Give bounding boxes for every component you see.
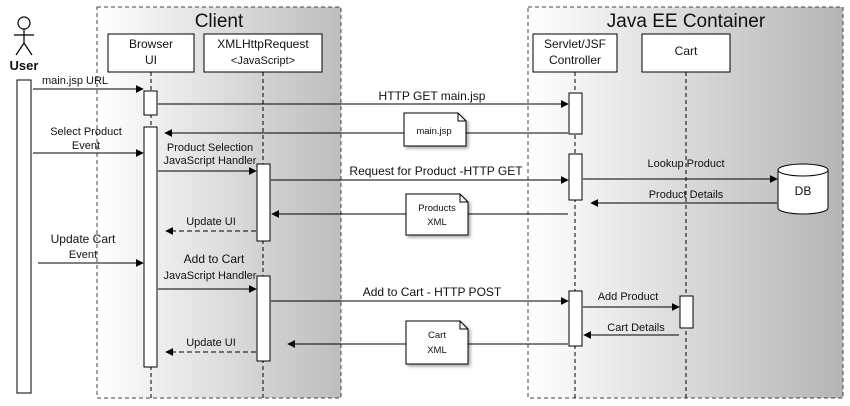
msg-product-details-label: Product Details xyxy=(649,189,724,201)
note-cart-xml xyxy=(405,320,469,365)
msg-select-product-label-2: Event xyxy=(72,140,100,152)
cart-participant: Cart xyxy=(641,33,731,73)
note-cart-xml-text-2: XML xyxy=(427,345,447,356)
msg-request-for-product-label: Request for Product -HTTP GET xyxy=(349,164,523,178)
msg-add-to-cart-post-label: Add to Cart - HTTP POST xyxy=(363,285,502,299)
db-label: DB xyxy=(795,184,812,198)
msg-add-to-cart-label-1: Add to Cart xyxy=(184,252,245,266)
servlet-label-line2: Controller xyxy=(549,53,601,67)
browser-ui-participant: Browser UI xyxy=(107,33,195,73)
xhr-label-line1: XMLHttpRequest xyxy=(217,37,309,51)
note-main-jsp-text: main.jsp xyxy=(416,126,451,137)
msg-product-selection-label-2: JavaScript Handler xyxy=(164,155,257,167)
msg-update-cart-label-1: Update Cart xyxy=(51,232,116,246)
xhr-activation-1 xyxy=(256,163,271,242)
note-main-jsp xyxy=(403,112,467,147)
browser-label-line2: UI xyxy=(145,53,157,67)
server-group-title: Java EE Container xyxy=(607,11,766,32)
servlet-activation-2 xyxy=(568,153,583,201)
msg-add-to-cart-label-2: JavaScript Handler xyxy=(164,270,257,282)
servlet-activation-1 xyxy=(568,92,583,135)
note-products-xml-text-1: Products xyxy=(418,203,456,214)
xhr-activation-2 xyxy=(256,275,271,362)
servlet-activation-3 xyxy=(568,290,583,347)
activation-bars xyxy=(143,90,694,368)
xhr-participant: XMLHttpRequest <JavaScript> xyxy=(203,33,323,73)
note-products-xml xyxy=(405,193,469,236)
msg-update-ui-2-label: Update UI xyxy=(186,337,236,349)
note-cart-xml-text-1: Cart xyxy=(428,330,446,341)
msg-product-selection-label-1: Product Selection xyxy=(167,142,253,154)
servlet-label-line1: Servlet/JSF xyxy=(544,37,606,51)
xhr-label-line2: <JavaScript> xyxy=(231,55,295,67)
msg-update-cart-label-2: Event xyxy=(69,249,97,261)
msg-select-product-label-1: Select Product xyxy=(50,126,122,138)
msg-http-get-main-label: HTTP GET main.jsp xyxy=(379,89,486,103)
user-actor-label: User xyxy=(10,58,39,73)
browser-activation-2 xyxy=(143,126,158,368)
msg-update-ui-1-label: Update UI xyxy=(186,216,236,228)
db-cylinder-icon xyxy=(777,163,829,215)
user-actor-icon xyxy=(14,16,34,56)
msg-add-product-label: Add Product xyxy=(598,291,659,303)
browser-activation-1 xyxy=(143,90,158,116)
msg-main-jsp-url-label: main.jsp URL xyxy=(42,75,108,87)
servlet-controller-participant: Servlet/JSF Controller xyxy=(532,33,618,73)
note-products-xml-text-2: XML xyxy=(427,217,447,228)
cart-activation xyxy=(679,295,694,329)
user-activation-bar xyxy=(16,79,32,394)
msg-cart-details-label: Cart Details xyxy=(607,322,665,334)
msg-lookup-product-label: Lookup Product xyxy=(647,158,724,170)
client-group-title: Client xyxy=(195,11,244,32)
cart-label: Cart xyxy=(675,44,698,58)
browser-label-line1: Browser xyxy=(129,37,173,51)
